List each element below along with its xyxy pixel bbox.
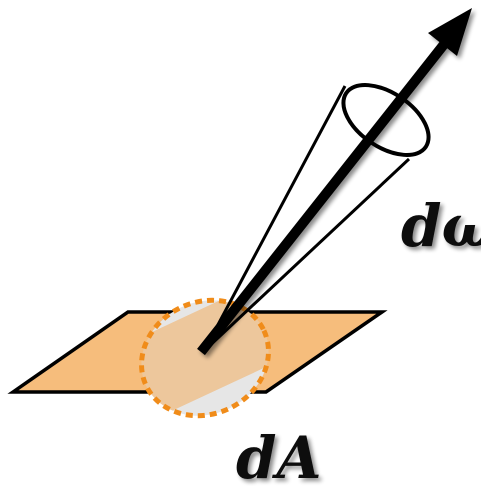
direction-arrow (201, 8, 472, 352)
area-label: dA (236, 424, 322, 486)
solid-angle-label: dω (401, 192, 481, 260)
